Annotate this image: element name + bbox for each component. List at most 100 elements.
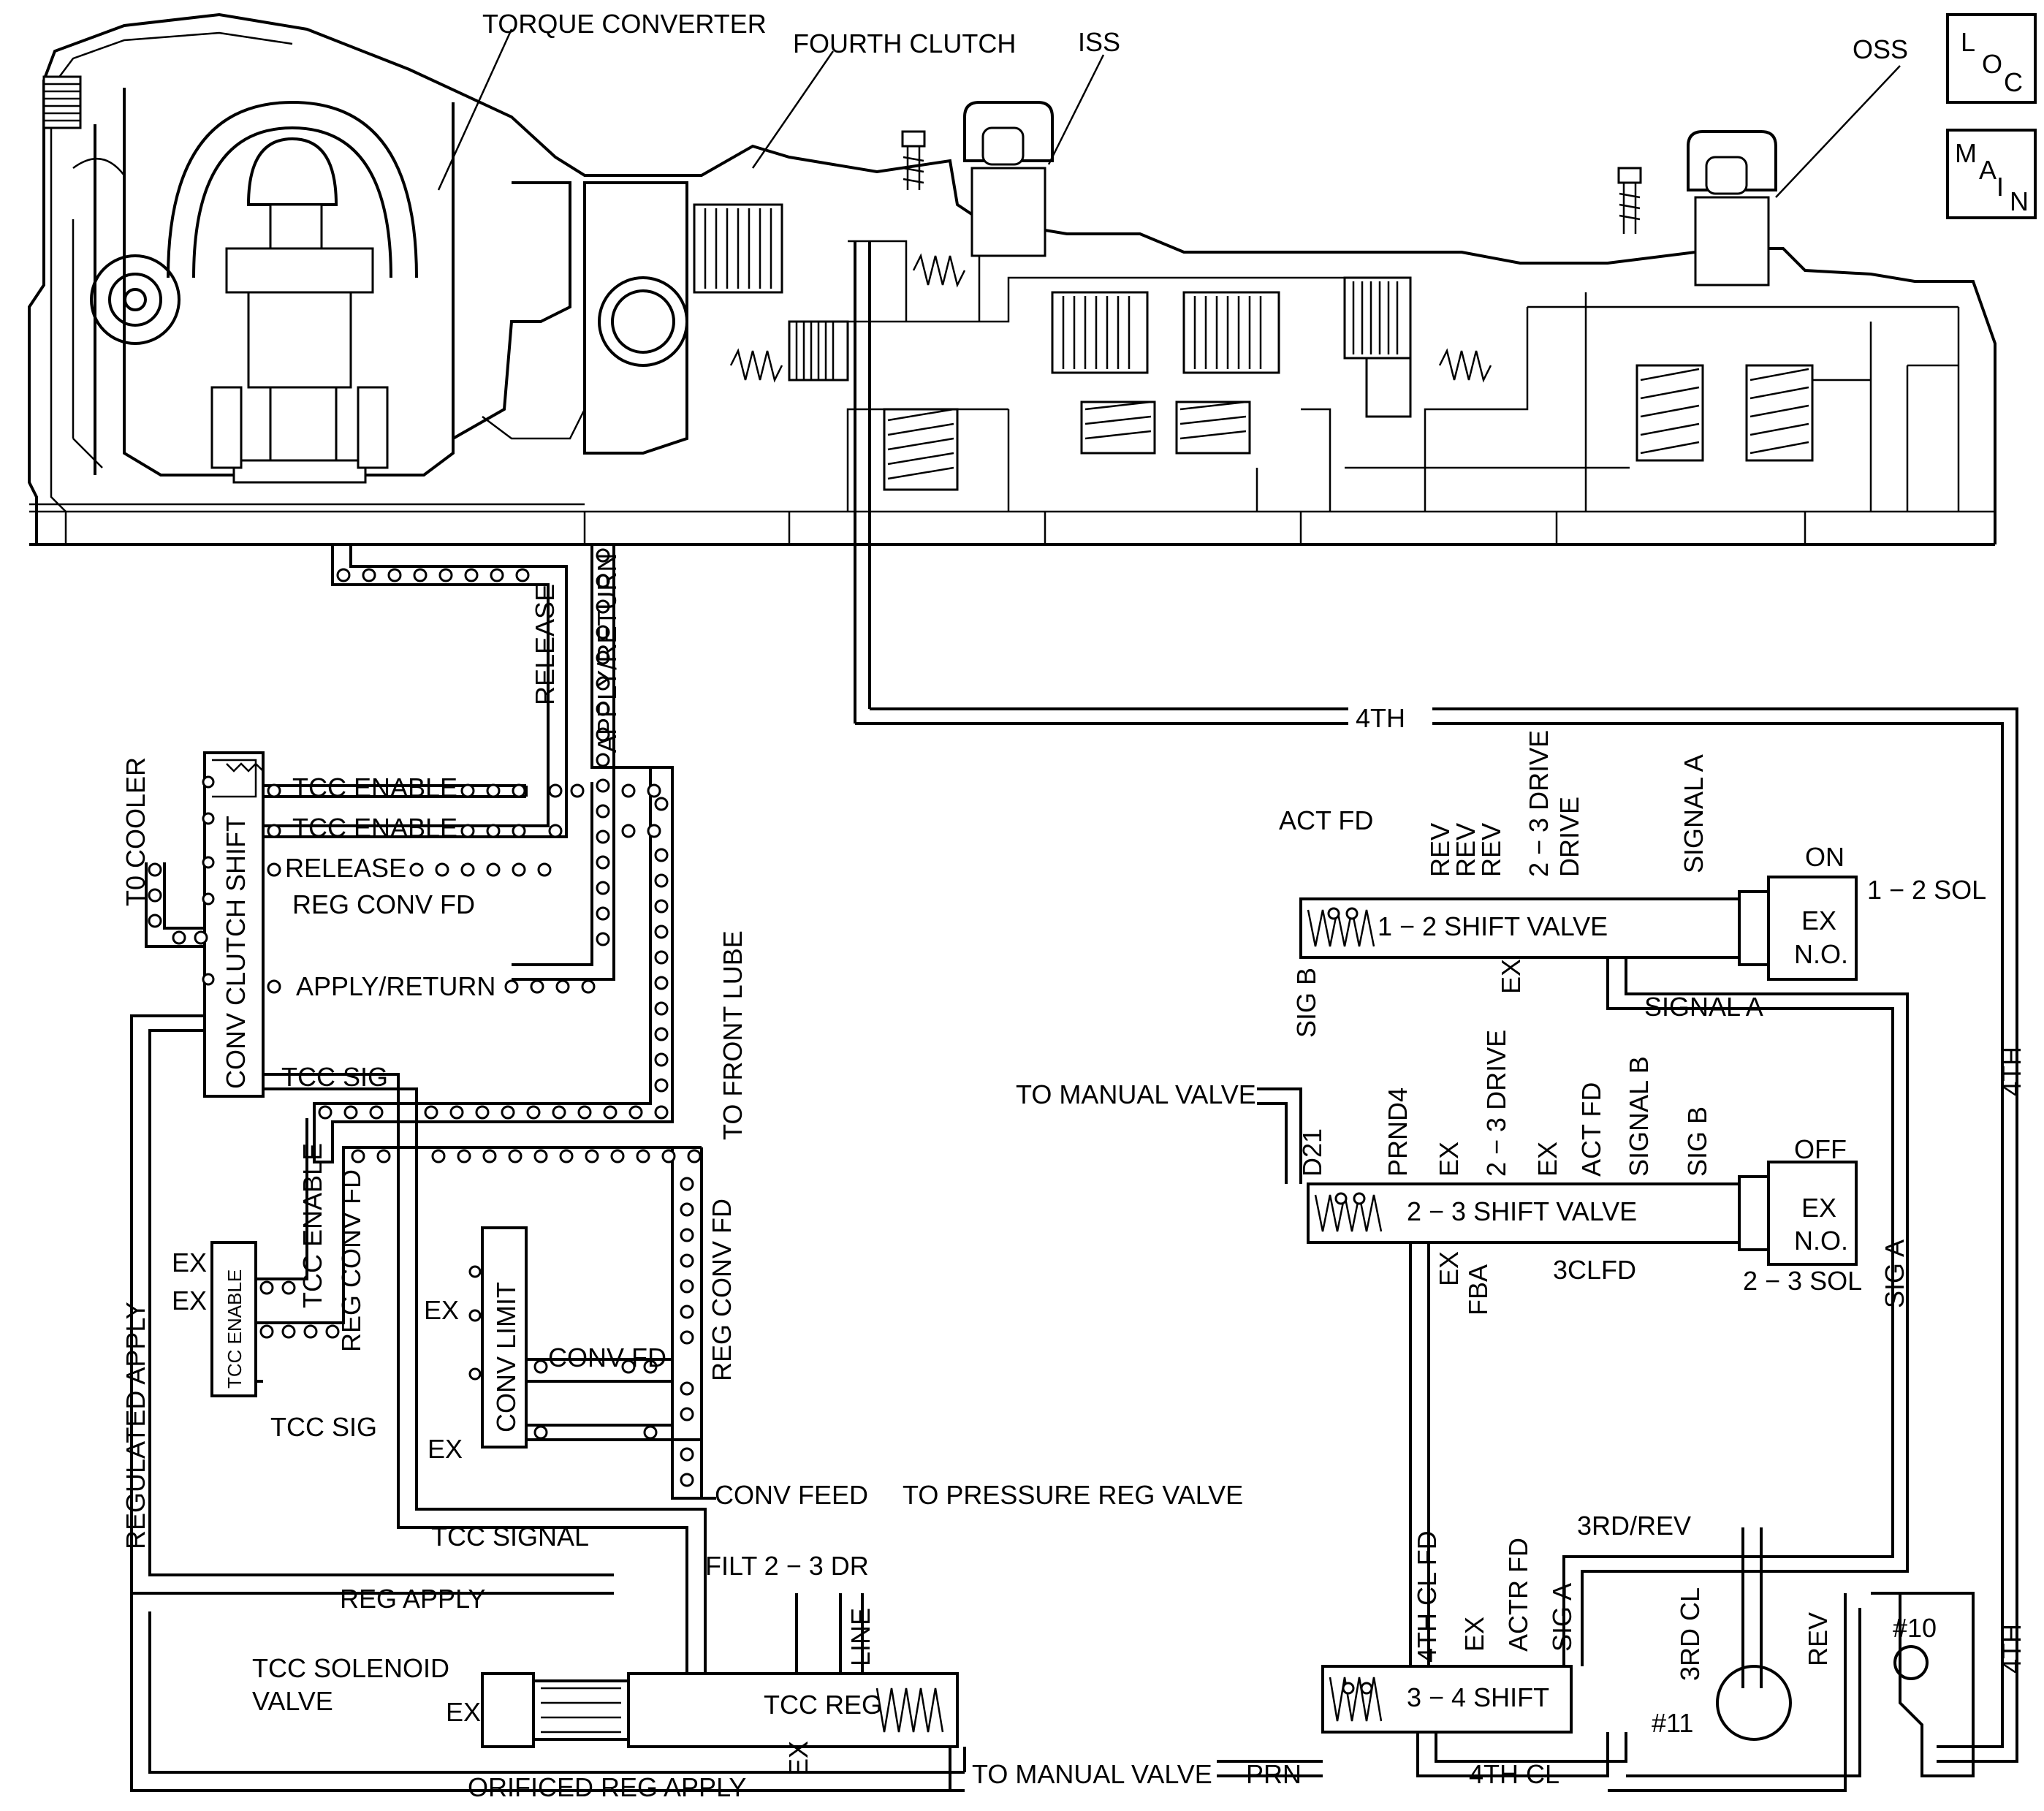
filt-2-3-dr-label: FILT 2 − 3 DR <box>705 1551 869 1581</box>
orificed-reg-apply-label: ORIFICED REG APPLY <box>468 1772 746 1802</box>
loc-box[interactable]: L O C <box>1946 13 2037 104</box>
check-ball-10-label: #10 <box>1893 1613 1937 1643</box>
to-cooler-label: T0 COOLER <box>121 757 151 906</box>
sig-b-label: SIG B <box>1291 968 1321 1038</box>
torque-converter-label: TORQUE CONVERTER <box>482 9 767 39</box>
sig-b-2-label: SIG B <box>1682 1106 1712 1177</box>
oss-label: OSS <box>1853 34 1908 64</box>
2-3-shift-valve-label: 2 − 3 SHIFT VALVE <box>1407 1196 1637 1226</box>
signal-a-vertical-label: SIGNAL A <box>1679 754 1709 873</box>
iss-label: ISS <box>1078 27 1120 57</box>
reg-conv-fd-vertical-label: REG CONV FD <box>336 1169 366 1352</box>
main-letter-a: A <box>1979 155 1996 185</box>
d21-label: D21 <box>1297 1128 1327 1177</box>
line-label: LINE <box>846 1608 875 1666</box>
ex-label-1: EX <box>172 1248 207 1277</box>
2-3-sol-label: 2 − 3 SOL <box>1743 1266 1862 1296</box>
fourth-top-label: 4TH <box>1356 703 1405 733</box>
release-horizontal-label: RELEASE <box>285 853 406 883</box>
rev-label-1: REV <box>1425 823 1455 877</box>
reg-apply-label: REG APPLY <box>340 1584 485 1614</box>
fourth-clutch-label: FOURTH CLUTCH <box>793 29 1016 58</box>
conv-clutch-shift-valve-label: CONV CLUTCH SHIFT <box>221 816 251 1089</box>
tcc-enable-vertical-label: TCC ENABLE <box>297 1143 327 1308</box>
fba-label: FBA <box>1463 1264 1493 1315</box>
tcc-signal-label: TCC SIGNAL <box>431 1522 589 1552</box>
ex-sol2-label: EX <box>1801 1193 1836 1223</box>
regulated-apply-label: REGULATED APPLY <box>121 1302 151 1549</box>
signal-a-horizontal-label: SIGNAL A <box>1644 992 1763 1022</box>
2-3-drive-label: 2 − 3 DRIVE <box>1524 730 1554 877</box>
tcc-solenoid-label: TCC SOLENOID <box>252 1653 449 1683</box>
transmission-cross-section <box>28 12 1996 724</box>
conv-limit-valve-label: CONV LIMIT <box>491 1282 521 1432</box>
off-label: OFF <box>1794 1134 1847 1164</box>
ex-label-3: EX <box>424 1295 459 1325</box>
rev-label-3: REV <box>1476 823 1506 877</box>
loc-letter-c: C <box>2004 67 2023 97</box>
2-3-drive-b-label: 2 − 3 DRIVE <box>1481 1030 1511 1177</box>
reg-conv-fd-label: REG CONV FD <box>292 889 475 919</box>
ex-2-3b-label: EX <box>1532 1142 1562 1177</box>
act-fd-2-label: ACT FD <box>1576 1082 1606 1177</box>
ex-2-3c-label: EX <box>1434 1251 1464 1286</box>
prn-label: PRN <box>1246 1759 1302 1789</box>
fourth-bottom-right-label: 4TH <box>1996 1624 2026 1674</box>
prnd4-label: PRND4 <box>1383 1087 1413 1177</box>
tcc-circuits <box>130 544 966 1792</box>
apply-return-vertical-label: APPLY/RETURN <box>592 553 622 753</box>
tcc-sig-label-2: TCC SIG <box>270 1412 377 1442</box>
ex-1-2-label: EX <box>1496 959 1526 994</box>
tcc-enable-label-1: TCC ENABLE <box>292 772 457 802</box>
shift-circuits <box>855 707 2018 1792</box>
ex-label-5: EX <box>446 1697 481 1727</box>
loc-letter-l: L <box>1961 27 1975 57</box>
no-sol1-label: N.O. <box>1794 939 1848 969</box>
3rd-rev-label: 3RD/REV <box>1577 1511 1691 1541</box>
passage-dots <box>148 548 1373 1695</box>
main-box[interactable]: M A I N <box>1946 129 2037 219</box>
tcc-sig-label: TCC SIG <box>281 1062 388 1092</box>
rev-label-2: REV <box>1451 823 1481 877</box>
check-ball-11-label: #11 <box>1652 1708 1693 1738</box>
main-letter-n: N <box>2010 186 2029 216</box>
to-front-lube-label: TO FRONT LUBE <box>718 930 748 1140</box>
release-label: RELEASE <box>530 584 560 705</box>
ex-2-3a-label: EX <box>1434 1142 1464 1177</box>
sig-a-2-label: SIG A <box>1547 1583 1577 1652</box>
to-pressure-reg-valve-label: TO PRESSURE REG VALVE <box>903 1480 1243 1510</box>
sig-a-label: SIG A <box>1880 1239 1910 1308</box>
loc-letter-o: O <box>1982 49 2002 79</box>
drive-label: DRIVE <box>1554 797 1584 877</box>
4th-cl-fd-label: 4TH CL FD <box>1412 1530 1442 1663</box>
apply-return-horizontal-label: APPLY/RETURN <box>296 971 495 1001</box>
3clfd-label: 3CLFD <box>1553 1255 1636 1285</box>
ex-label-2: EX <box>172 1286 207 1315</box>
actr-fd-label: ACTR FD <box>1503 1538 1533 1652</box>
3rd-cl-label: 3RD CL <box>1675 1587 1705 1681</box>
tcc-enable-label-2: TCC ENABLE <box>292 813 457 843</box>
1-2-shift-valve-label: 1 − 2 SHIFT VALVE <box>1378 911 1608 941</box>
act-fd-label: ACT FD <box>1279 805 1373 835</box>
ex-label-6: EX <box>783 1741 813 1776</box>
circuit-labels: RELEASE APPLY/RETURN T0 COOLER TCC ENABL… <box>121 553 2026 1802</box>
ex-label-4: EX <box>428 1434 463 1464</box>
3-4-shift-valve-label: 3 − 4 SHIFT <box>1407 1682 1549 1712</box>
on-label: ON <box>1805 842 1844 872</box>
main-letter-m: M <box>1955 138 1977 168</box>
tcc-enable-valve-label: TCC ENABLE <box>224 1269 246 1389</box>
reg-conv-fd-vertical-label-2: REG CONV FD <box>707 1199 737 1381</box>
valve-labels: CONV CLUTCH SHIFT TCC ENABLE CONV LIMIT … <box>221 816 1637 1720</box>
fourth-right-label: 4TH <box>1996 1047 2026 1096</box>
no-sol2-label: N.O. <box>1794 1226 1848 1256</box>
conv-feed-label: CONV FEED <box>715 1480 868 1510</box>
ex-sol1-label: EX <box>1801 906 1836 935</box>
signal-b-label: SIGNAL B <box>1624 1056 1654 1177</box>
tcc-reg-valve-label: TCC REG <box>764 1690 882 1720</box>
to-manual-valve-mid-label: TO MANUAL VALVE <box>1016 1079 1256 1109</box>
1-2-sol-label: 1 − 2 SOL <box>1867 875 1986 905</box>
main-letter-i: I <box>1996 172 2004 202</box>
rev-label-4: REV <box>1803 1612 1833 1666</box>
tcc-solenoid-valve-label: VALVE <box>252 1686 333 1716</box>
